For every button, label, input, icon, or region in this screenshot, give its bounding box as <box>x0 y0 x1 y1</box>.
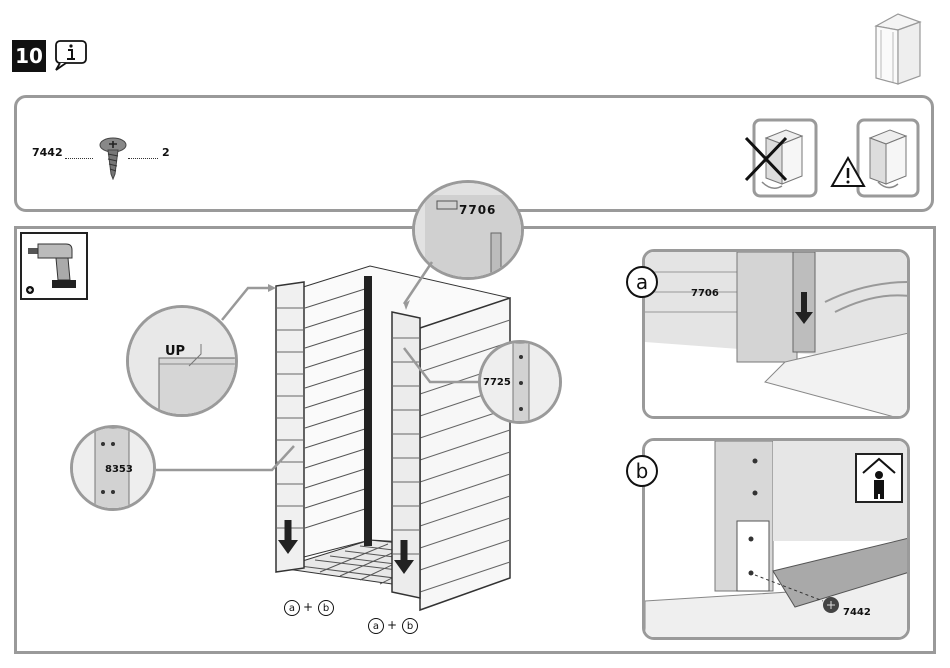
detail-a-letter: a <box>626 266 658 298</box>
detail-b-panel: 7442 <box>642 438 910 640</box>
ref-right-plus: + <box>387 618 397 632</box>
ref-right-b: b <box>402 618 418 634</box>
detail-b-part-code: 7442 <box>843 607 871 618</box>
detail-b-letter: b <box>626 455 658 487</box>
detail-a-panel: 7706 <box>642 249 910 419</box>
two-person-icon <box>855 453 903 503</box>
detail-a-part-code: 7706 <box>691 288 719 299</box>
ref-right-a: a <box>368 618 384 634</box>
ref-left-plus: + <box>303 600 313 614</box>
ref-left-b: b <box>318 600 334 616</box>
ref-left-a: a <box>284 600 300 616</box>
